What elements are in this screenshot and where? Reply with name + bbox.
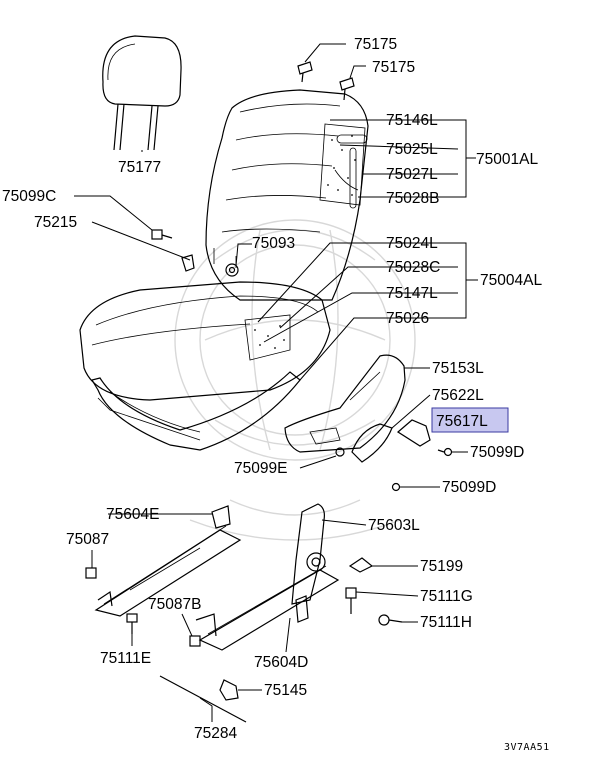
cover-75145[interactable] [219, 679, 239, 701]
highlighted-part-box [431, 407, 509, 433]
bracket-75199[interactable] [348, 557, 374, 573]
callout-75099e[interactable]: 75099E [234, 460, 287, 477]
seat-frame-pan[interactable] [91, 371, 301, 451]
callout-75025l[interactable]: 75025L [386, 141, 438, 158]
part-callouts: 75175 75175 75177 75146L 75025L 75027L 7… [2, 36, 550, 753]
callout-75617l[interactable]: 75617L [436, 413, 488, 430]
callout-75146l[interactable]: 75146L [386, 112, 438, 129]
callout-75099d-2[interactable]: 75099D [442, 479, 496, 496]
callout-75153l[interactable]: 75153L [432, 360, 484, 377]
seat-rail-75604d[interactable] [195, 565, 340, 651]
callout-75028b[interactable]: 75028B [386, 190, 439, 207]
bolt-75111g[interactable] [345, 587, 357, 614]
callout-75175-b[interactable]: 75175 [372, 59, 415, 76]
wire-75284[interactable] [159, 675, 247, 723]
callout-75604e[interactable]: 75604E [106, 506, 159, 523]
callout-75215[interactable]: 75215 [34, 214, 77, 231]
seat-back[interactable] [205, 89, 369, 301]
callout-75284[interactable]: 75284 [194, 725, 237, 742]
callout-75604d[interactable]: 75604D [254, 654, 308, 671]
callout-75099c[interactable]: 75099C [2, 188, 56, 205]
diagram-code: 3V7AA51 [504, 742, 550, 753]
callout-75622l[interactable]: 75622L [432, 387, 484, 404]
bolt-75111e[interactable] [126, 613, 138, 634]
callout-75111e[interactable]: 75111E [100, 650, 151, 667]
callout-75093[interactable]: 75093 [252, 235, 295, 252]
callout-75099d-1[interactable]: 75099D [470, 444, 524, 461]
bushing-75093[interactable] [225, 263, 239, 277]
callout-75111h[interactable]: 75111H [420, 614, 472, 631]
callout-75027l[interactable]: 75027L [386, 166, 438, 183]
callout-75175-a[interactable]: 75175 [354, 36, 397, 53]
seat-back-pad[interactable] [319, 123, 368, 209]
nut-75087[interactable] [85, 567, 97, 579]
callout-75001al[interactable]: 75001AL [476, 151, 538, 168]
callout-75145[interactable]: 75145 [264, 682, 307, 699]
callout-75026[interactable]: 75026 [386, 310, 429, 327]
callout-75087[interactable]: 75087 [66, 531, 109, 548]
handle-75617l[interactable] [396, 419, 431, 447]
screw-75099d-2[interactable] [391, 482, 401, 492]
side-shield-75153l[interactable] [284, 354, 406, 453]
watermark-emblem [174, 219, 416, 541]
callout-75024l[interactable]: 75024L [386, 235, 438, 252]
leader-lines [74, 43, 478, 722]
nut-75087b[interactable] [189, 635, 201, 647]
seat-rail-75604e[interactable] [94, 505, 242, 617]
callout-75147l[interactable]: 75147L [386, 285, 438, 302]
callout-75603l[interactable]: 75603L [368, 517, 420, 534]
cushion-pad[interactable] [244, 314, 291, 361]
bolt-75175-b[interactable] [339, 77, 355, 101]
callout-75087b[interactable]: 75087B [148, 596, 201, 613]
callout-75199[interactable]: 75199 [420, 558, 463, 575]
callout-75004al[interactable]: 75004AL [480, 272, 542, 289]
seat-cushion[interactable] [79, 281, 331, 401]
screw-75099e[interactable] [335, 447, 345, 457]
headrest[interactable] [102, 35, 182, 151]
screw-75099d-1[interactable] [437, 447, 453, 457]
bolt-75111h[interactable] [378, 614, 403, 626]
bolt-75175-a[interactable] [297, 61, 313, 83]
bolt-75099c[interactable] [151, 229, 173, 240]
recliner-75603l[interactable] [291, 503, 326, 605]
callout-75028c[interactable]: 75028C [386, 259, 440, 276]
callout-75111g[interactable]: 75111G [420, 588, 473, 605]
clip-75215[interactable] [181, 254, 195, 272]
callout-75177[interactable]: 75177 [118, 159, 161, 176]
